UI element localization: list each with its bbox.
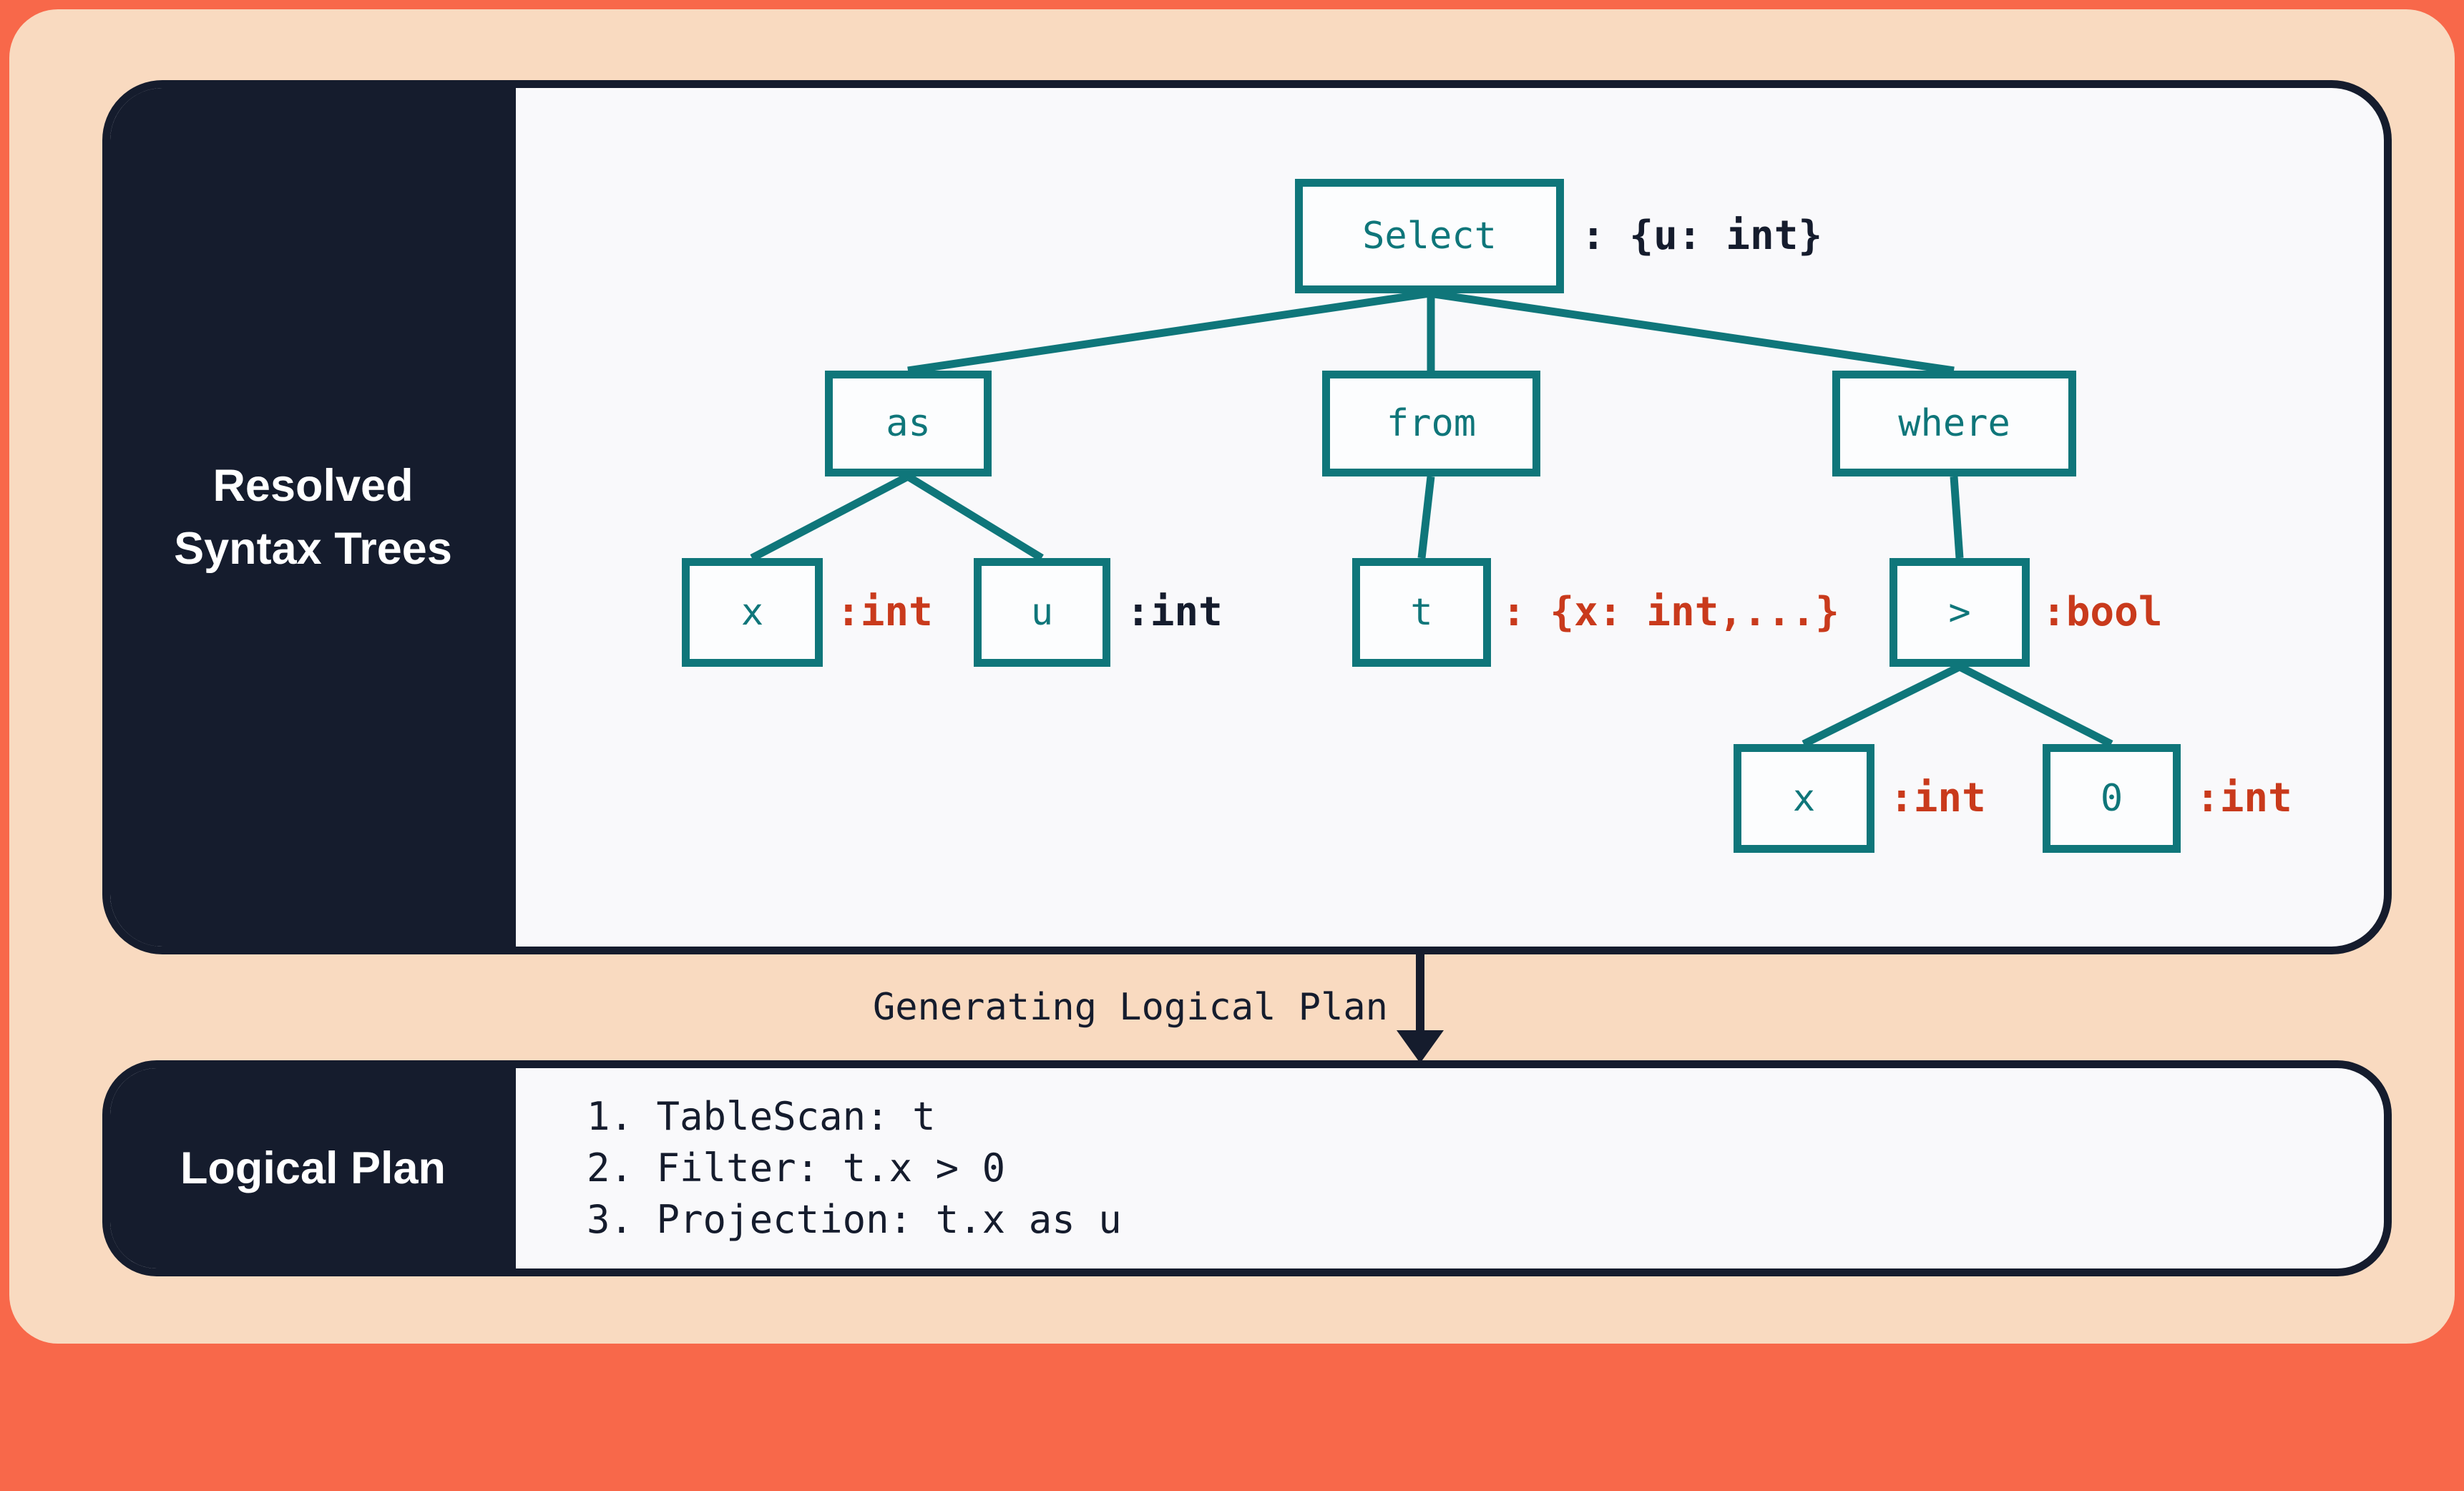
tree-edge — [906, 473, 1044, 562]
logical-plan-panel: Logical Plan 1. TableScan: t 2. Filter: … — [102, 1060, 2392, 1276]
tree-edge — [907, 289, 1430, 375]
tree-node-where: where — [1832, 371, 2076, 476]
footer-bar: Compilation Produces an Executable Plan … — [0, 1344, 2464, 1491]
tree-edge — [1957, 663, 2113, 748]
tree-node-x-operand: x — [1734, 744, 1874, 853]
tree-edge — [1801, 663, 1962, 748]
logical-plan-steps: 1. TableScan: t 2. Filter: t.x > 0 3. Pr… — [587, 1068, 1122, 1268]
tree-node-x-alias: x — [682, 558, 823, 667]
tree-edges — [750, 289, 2113, 748]
tree-node-u: u — [974, 558, 1110, 667]
generating-logical-plan-label: Generating Logical Plan — [872, 986, 1388, 1029]
logical-panel-title: Logical Plan — [180, 1143, 446, 1193]
type-annotation-zero: :int — [2196, 775, 2292, 821]
tree-edge — [750, 473, 910, 562]
resolved-panel-title: Resolved Syntax Trees — [174, 460, 452, 574]
tree-edge — [1429, 289, 1955, 375]
down-arrow-head-icon — [1397, 1030, 1444, 1063]
tree-node-as: as — [825, 371, 992, 476]
plan-step: 1. TableScan: t — [587, 1094, 936, 1139]
type-annotation-x-alias: :int — [836, 589, 933, 635]
tree-node-greater-than: > — [1889, 558, 2030, 667]
type-annotation-t: : {x: int,...} — [1502, 589, 1840, 635]
type-annotation-select: : {u: int} — [1581, 212, 1823, 259]
tree-edge — [1417, 476, 1435, 559]
tree-node-from: from — [1322, 371, 1540, 476]
resolved-panel-sidebar: Resolved Syntax Trees — [110, 88, 516, 947]
plan-step: 2. Filter: t.x > 0 — [587, 1145, 1006, 1191]
tree-edge — [1950, 476, 1964, 559]
tree-node-t: t — [1352, 558, 1491, 667]
logical-panel-sidebar: Logical Plan — [110, 1068, 516, 1268]
tree-node-zero: 0 — [2043, 744, 2181, 853]
plan-step: 3. Projection: t.x as u — [587, 1197, 1122, 1242]
type-annotation-x-operand: :int — [1889, 775, 1986, 821]
type-annotation-greater-than: :bool — [2042, 589, 2163, 635]
down-arrow — [1416, 954, 1424, 1035]
tree-node-select: Select — [1295, 179, 1564, 293]
type-annotation-u: :int — [1126, 589, 1223, 635]
resolved-syntax-trees-panel: Resolved Syntax Trees Select : {u: int} … — [102, 80, 2392, 954]
